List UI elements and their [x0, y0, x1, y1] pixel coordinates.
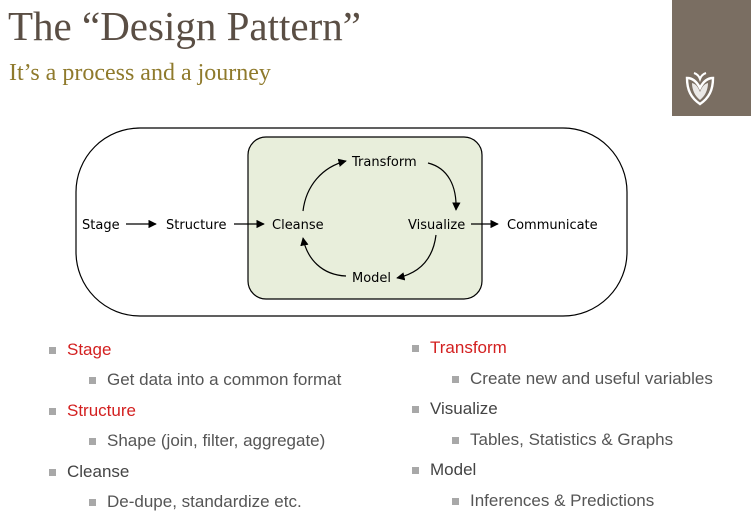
arrow-visualize-model [396, 234, 437, 281]
list-detail-structure: Shape (join, filter, aggregate) [107, 431, 326, 450]
bullet-square [452, 498, 459, 505]
bullet-square [412, 345, 419, 352]
node-stage: Stage [82, 218, 120, 233]
bullet-square [49, 347, 56, 354]
slide-subtitle: It’s a process and a journey [9, 60, 271, 86]
node-transform: Transform [351, 155, 417, 170]
slide-title: The “Design Pattern” [8, 3, 361, 49]
list-item-visualize: Visualize [430, 399, 498, 418]
arrow-cleanse-transform [302, 158, 347, 212]
list-detail-visualize: Tables, Statistics & Graphs [470, 430, 674, 449]
node-communicate: Communicate [507, 218, 598, 233]
list-detail-stage: Get data into a common format [107, 370, 342, 389]
list-detail-transform: Create new and useful variables [470, 369, 713, 388]
bullet-square [49, 408, 56, 415]
arrow-model-cleanse [300, 237, 347, 277]
list-item-transform: Transform [430, 338, 507, 357]
bullet-square [452, 437, 459, 444]
list-detail-model: Inferences & Predictions [470, 491, 655, 510]
list-item-model: Model [430, 460, 477, 479]
bullet-square [452, 376, 459, 383]
brand-panel [672, 0, 751, 116]
node-visualize: Visualize [408, 218, 465, 233]
arrow-transform-visualize [427, 162, 461, 211]
list-item-stage: Stage [67, 340, 112, 359]
bullet-square [412, 467, 419, 474]
bullet-square [49, 469, 56, 476]
leaf-shield-logo-icon [685, 72, 715, 106]
cycle-box [247, 136, 483, 300]
bullet-square [89, 438, 96, 445]
list-item-cleanse: Cleanse [67, 462, 130, 481]
list-detail-cleanse: De-dupe, standardize etc. [107, 492, 302, 511]
list-item-structure: Structure [67, 401, 136, 420]
node-structure: Structure [166, 218, 226, 233]
node-model: Model [352, 271, 391, 286]
bullet-square [89, 377, 96, 384]
bullet-square [89, 499, 96, 506]
bullet-square [412, 406, 419, 413]
node-cleanse: Cleanse [272, 218, 324, 233]
